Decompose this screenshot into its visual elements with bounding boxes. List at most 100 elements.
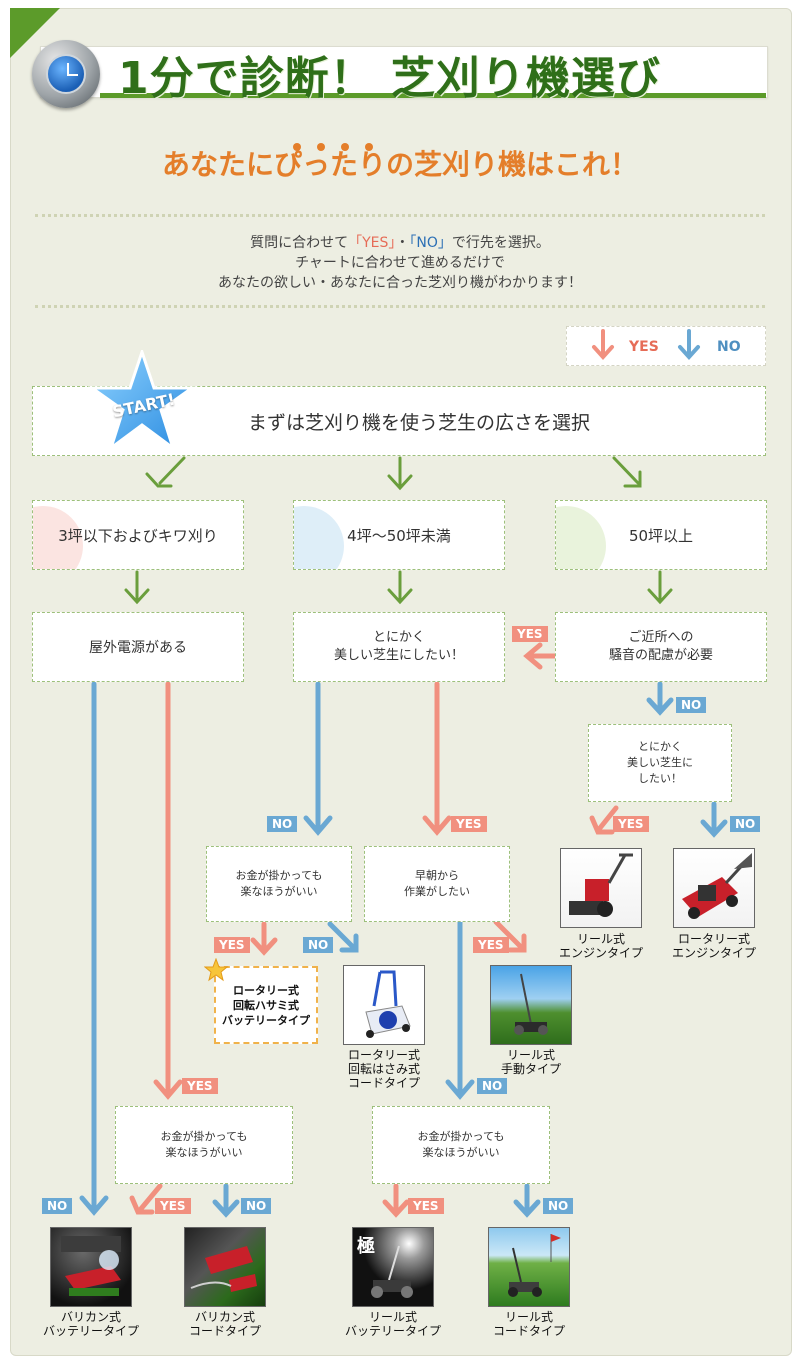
title-underline — [100, 93, 766, 98]
tag-no-morning: NO — [477, 1078, 508, 1094]
question-morning: 早朝から 作業がしたい — [364, 846, 510, 922]
intro-yes: 「YES」 — [348, 235, 396, 251]
product-caption-rotary-engine: ロータリー式エンジンタイプ — [664, 932, 764, 960]
reel-battery-logo: 極 — [357, 1236, 375, 1257]
question-money-reel: お金が掛かっても 楽なほうがいい — [372, 1106, 550, 1184]
reel-cord-line1: リール式 — [504, 1310, 553, 1324]
question-beautiful-mid-line1: とにかく — [372, 630, 425, 645]
question-morning-line2: 作業がしたい — [404, 885, 470, 898]
product-image-reel-engine[interactable] — [560, 848, 642, 928]
legend-arrows — [592, 329, 700, 360]
intro-line2: チャートに合わせて進めるだけで — [295, 255, 505, 271]
divider-top — [35, 214, 765, 217]
rotary-cord-line1: ロータリー式 — [347, 1048, 420, 1062]
tag-no-beautiful-mid: NO — [267, 816, 298, 832]
legend-yes: YES — [629, 339, 659, 355]
product-image-rotary-engine[interactable] — [673, 848, 755, 928]
page-title: 1分で診断！ 芝刈り機選び — [118, 53, 661, 104]
tag-no-money-mid: NO — [303, 937, 334, 953]
area-large-label: 50坪以上 — [628, 526, 694, 545]
divider-bottom — [35, 305, 765, 308]
tag-yes-money-reel: YES — [408, 1198, 444, 1214]
question-beautiful-large-line3: したい！ — [638, 772, 682, 785]
rotary-engine-line2: エンジンタイプ — [671, 946, 756, 960]
question-noise: ご近所への 騒音の配慮が必要 — [555, 612, 767, 682]
intro-line3: あなたの欲しい・あなたに合った芝刈り機がわかります！ — [218, 275, 582, 291]
rotary-cord-line2: 回転はさみ式 — [347, 1062, 420, 1076]
question-noise-line1: ご近所への — [628, 630, 694, 645]
rotary-battery-line3: バッテリータイプ — [222, 1013, 310, 1027]
rotary-battery-line1: ロータリー式 — [233, 983, 299, 997]
start-question: まずは芝刈り機を使う芝生の広さを選択 — [247, 411, 590, 434]
product-caption-reel-engine: リール式エンジンタイプ — [552, 932, 650, 960]
reel-engine-line1: リール式 — [576, 932, 625, 946]
intro-line1-pre: 質問に合わせて — [250, 235, 349, 251]
question-money-small: お金が掛かっても 楽なほうがいい — [115, 1106, 293, 1184]
product-image-reel-cord[interactable] — [488, 1227, 570, 1307]
clock-icon — [32, 40, 100, 108]
product-caption-rotary-cord: ロータリー式回転はさみ式コードタイプ — [334, 1048, 434, 1090]
tag-yes-noise: YES — [512, 626, 548, 642]
clipper-cord-line1: バリカン式 — [194, 1310, 255, 1324]
question-beautiful-mid-line2: 美しい芝生にしたい！ — [333, 648, 464, 663]
area-box-medium: 4坪〜50坪未満 — [293, 500, 505, 570]
reel-manual-line2: 手動タイプ — [500, 1062, 561, 1076]
question-money-small-line2: 楽なほうがいい — [165, 1146, 243, 1159]
product-caption-reel-cord: リール式コードタイプ — [476, 1310, 582, 1338]
question-money-small-line1: お金が掛かっても — [160, 1130, 248, 1143]
reel-battery-line2: バッテリータイプ — [344, 1324, 441, 1338]
question-outdoor-power-text: 屋外電源がある — [89, 640, 187, 656]
tag-yes-money-small: YES — [155, 1198, 191, 1214]
intro-sep: ・ — [395, 235, 410, 251]
reel-cord-line2: コードタイプ — [492, 1324, 565, 1338]
question-money-mid-line1: お金が掛かっても — [235, 869, 323, 882]
clipper-battery-line2: バッテリータイプ — [42, 1324, 139, 1338]
tag-yes-morning: YES — [473, 937, 509, 953]
tag-no-beautiful-large: NO — [730, 816, 761, 832]
question-money-reel-line2: 楽なほうがいい — [422, 1146, 500, 1159]
tag-no-noise: NO — [676, 697, 707, 713]
tag-yes-money-mid: YES — [214, 937, 250, 953]
question-noise-line2: 騒音の配慮が必要 — [608, 648, 713, 663]
rotary-battery-line2: 回転ハサミ式 — [233, 998, 299, 1012]
clipper-battery-line1: バリカン式 — [60, 1310, 121, 1324]
tag-yes-beautiful-large: YES — [613, 816, 649, 832]
product-image-reel-battery[interactable]: 極 — [352, 1227, 434, 1307]
legend: YES NO — [566, 326, 766, 366]
intro-no: 「NO」 — [409, 235, 452, 251]
reel-manual-line1: リール式 — [506, 1048, 555, 1062]
tag-yes-outdoor: YES — [182, 1078, 218, 1094]
question-beautiful-large: とにかく 美しい芝生に したい！ — [588, 724, 732, 802]
product-image-reel-manual[interactable] — [490, 965, 572, 1045]
clipper-cord-line2: コードタイプ — [188, 1324, 261, 1338]
area-box-large: 50坪以上 — [555, 500, 767, 570]
question-beautiful-large-line2: 美しい芝生に — [627, 756, 693, 769]
page-subtitle: あなたにぴったりの芝刈り機はこれ！ — [161, 148, 638, 181]
reel-battery-line1: リール式 — [368, 1310, 417, 1324]
question-outdoor-power: 屋外電源がある — [32, 612, 244, 682]
product-image-clipper-cord[interactable] — [184, 1227, 266, 1307]
rotary-cord-line3: コードタイプ — [347, 1076, 420, 1090]
question-morning-line1: 早朝から — [415, 869, 459, 882]
product-image-rotary-cord[interactable] — [343, 965, 425, 1045]
question-beautiful-large-line1: とにかく — [638, 740, 682, 753]
start-star-icon — [88, 350, 196, 452]
product-image-clipper-battery[interactable] — [50, 1227, 132, 1307]
product-caption-reel-manual: リール式手動タイプ — [481, 1048, 581, 1076]
question-beautiful-mid: とにかく 美しい芝生にしたい！ — [293, 612, 505, 682]
emphasis-dots — [293, 136, 403, 151]
legend-no: NO — [717, 339, 741, 355]
intro-line1-post: で行先を選択。 — [451, 235, 550, 251]
tag-no-money-small: NO — [241, 1198, 272, 1214]
intro-text: 質問に合わせて「YES」・「NO」で行先を選択。 チャートに合わせて進めるだけで… — [0, 233, 800, 293]
product-caption-reel-battery: リール式バッテリータイプ — [340, 1310, 446, 1338]
product-rotary-battery[interactable]: ロータリー式回転ハサミ式バッテリータイプ — [214, 966, 318, 1044]
question-money-mid-line2: 楽なほうがいい — [240, 885, 318, 898]
question-money-reel-line1: お金が掛かっても — [417, 1130, 505, 1143]
area-medium-label: 4坪〜50坪未満 — [347, 526, 451, 545]
product-caption-clipper-cord: バリカン式コードタイプ — [172, 1310, 278, 1338]
area-small-label: 3坪以下およびキワ刈り — [58, 526, 218, 545]
question-money-mid: お金が掛かっても 楽なほうがいい — [206, 846, 352, 922]
product-caption-clipper-battery: バリカン式バッテリータイプ — [38, 1310, 144, 1338]
